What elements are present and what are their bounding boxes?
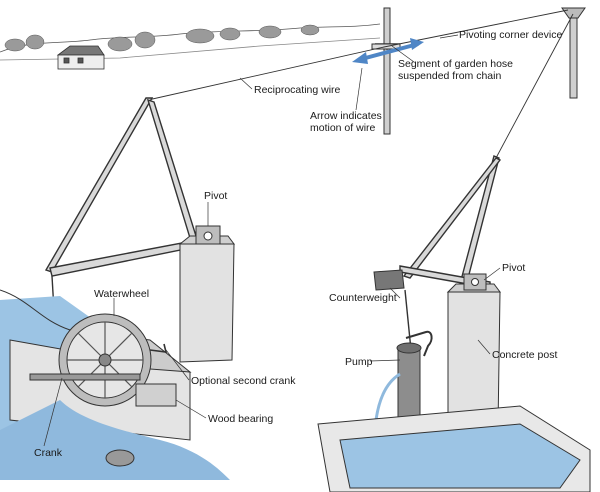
label-counterweight: Counterweight — [329, 292, 397, 304]
water-trough — [318, 406, 590, 492]
label-segment-hose: Segment of garden hose suspended from ch… — [398, 58, 514, 82]
utility-pole-corner — [562, 8, 585, 98]
counterweight-block — [374, 270, 404, 290]
label-pivot-right: Pivot — [502, 262, 525, 274]
label-pivoting-corner-device: Pivoting corner device — [459, 29, 562, 41]
label-concrete-post: Concrete post — [492, 349, 557, 361]
label-pump: Pump — [345, 356, 372, 368]
label-waterwheel: Waterwheel — [94, 288, 149, 300]
left-post — [180, 226, 234, 362]
label-crank: Crank — [34, 447, 62, 459]
label-wood-bearing: Wood bearing — [208, 413, 273, 425]
label-pivot-left: Pivot — [204, 190, 227, 202]
label-reciprocating-wire: Reciprocating wire — [254, 84, 340, 96]
label-arrow-motion: Arrow indicates motion of wire — [310, 110, 408, 134]
background-landscape — [0, 24, 380, 69]
farmhouse — [58, 46, 104, 69]
pump-assembly — [376, 332, 432, 422]
label-optional-second-crank: Optional second crank — [191, 375, 295, 387]
